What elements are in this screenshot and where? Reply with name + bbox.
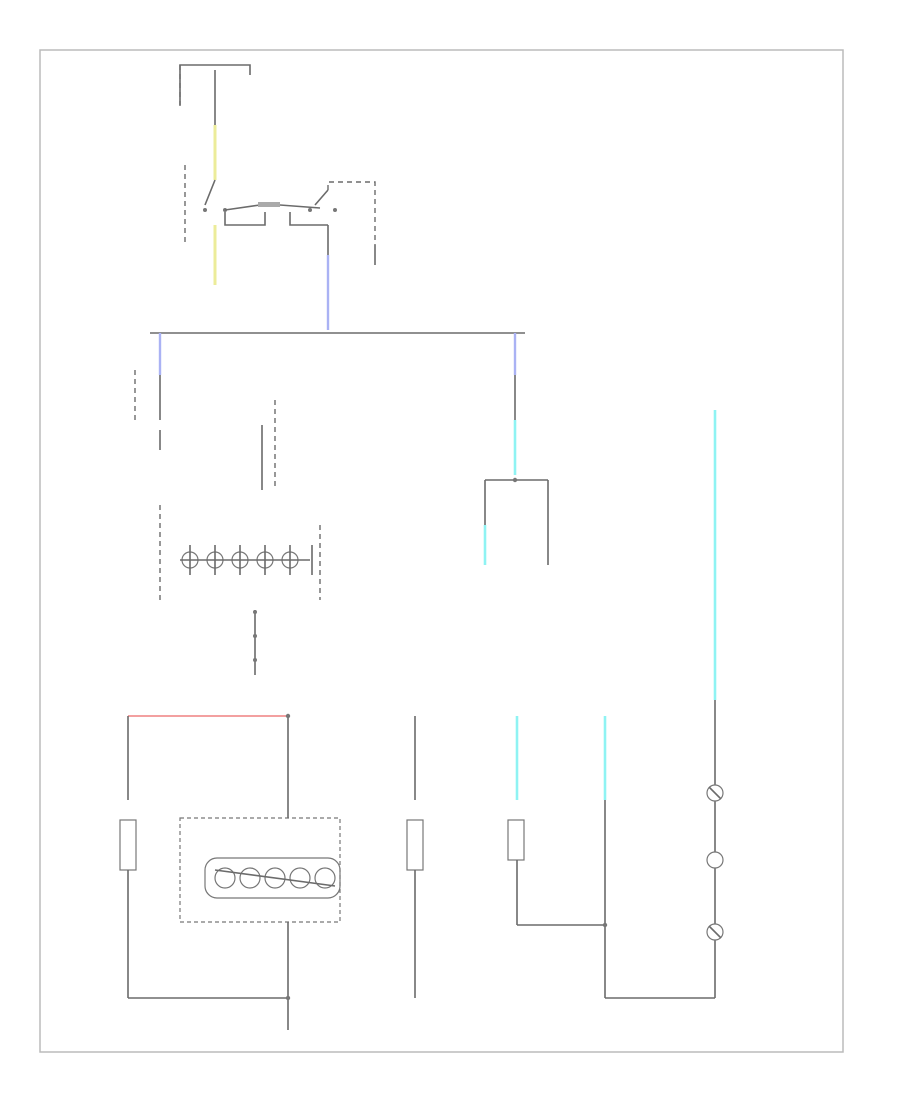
top-switch-section [179,64,376,330]
middle-circuit [406,333,715,999]
middle-switch [406,819,424,871]
right-circuit [706,410,724,998]
diagram-border [39,49,844,1053]
left-switch [119,819,137,871]
center-lamp [507,819,525,861]
left-circuit [119,333,341,1030]
switch-connector [258,202,280,207]
right-lamp-2 [706,851,724,869]
cluster-lamps-upper [180,545,313,575]
cluster-lamps-lower [214,867,336,889]
instrument-cluster-lower [179,817,341,923]
